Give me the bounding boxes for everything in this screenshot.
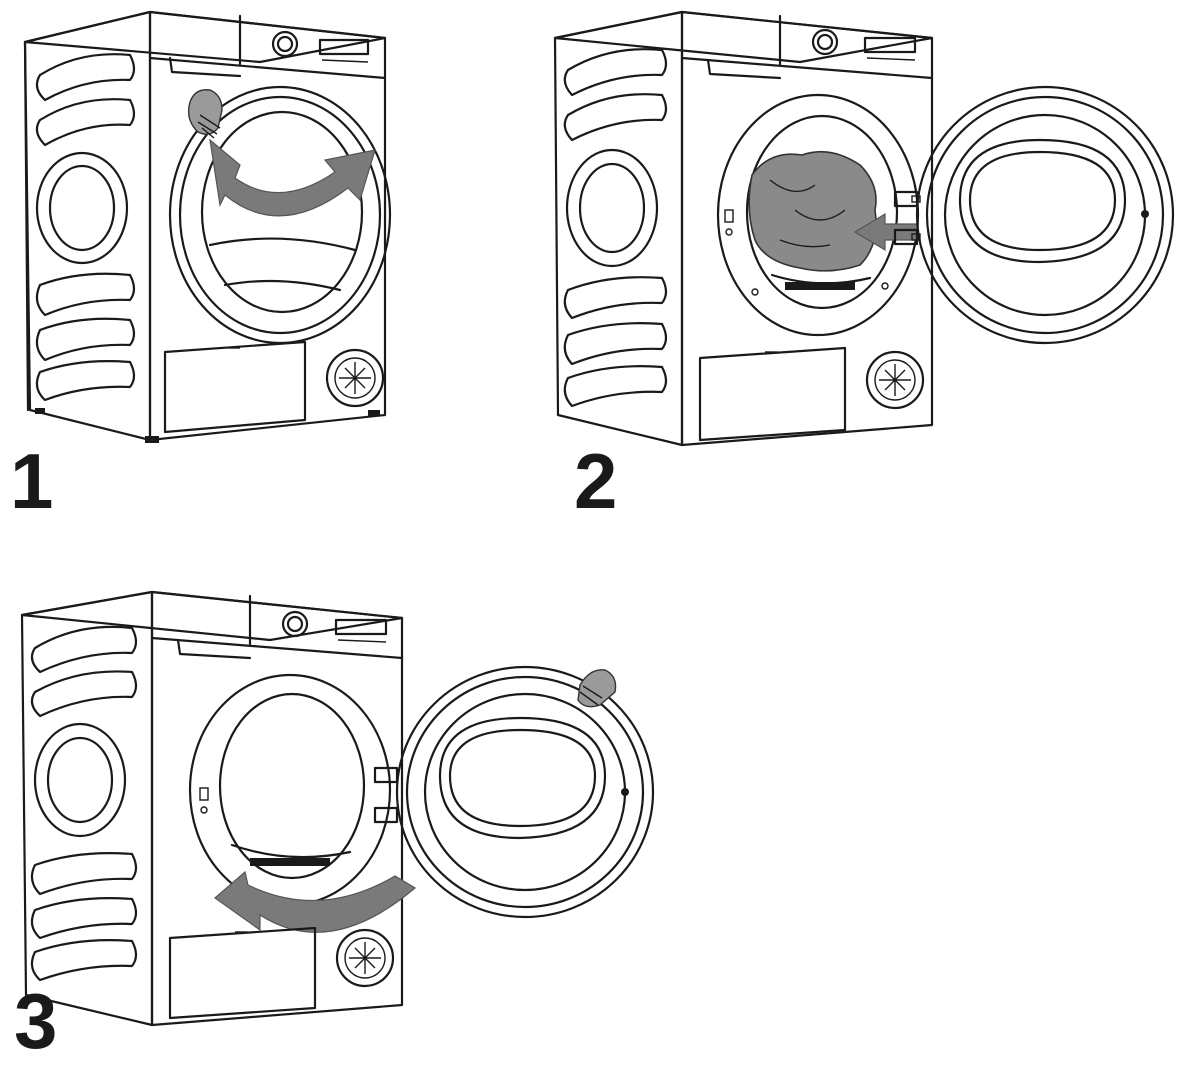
display-icon: [318, 38, 370, 56]
side-rib-pattern: [35, 53, 136, 402]
open-door-icon: [395, 665, 655, 919]
program-knob-icon: [281, 610, 309, 638]
hand-icon: [577, 669, 617, 708]
step-number: 3: [14, 977, 58, 1065]
display-icon: [863, 36, 917, 54]
open-door-icon: [915, 85, 1175, 345]
dryer-loading-illustration: [553, 10, 1175, 447]
laundry-icon: [748, 150, 877, 272]
program-knob-icon: [811, 28, 839, 56]
step-3-panel: 3: [0, 580, 680, 1081]
step-number: 1: [10, 437, 54, 525]
water-tank-drawer-icon: [698, 346, 847, 442]
close-arrow-icon: [214, 870, 417, 933]
door-hinge-icon: [893, 190, 919, 208]
step-number: 2: [574, 437, 618, 525]
dryer-door-close-illustration: [20, 590, 655, 1027]
step-2-panel: 2: [540, 0, 1184, 520]
fan-grille-icon: [865, 350, 925, 410]
program-knob-icon: [271, 30, 299, 58]
open-arrow-icon: [209, 138, 376, 217]
dryer-door-open-illustration: [23, 10, 392, 443]
water-tank-drawer-icon: [163, 340, 307, 434]
fan-grille-icon: [335, 928, 395, 988]
step-1-panel: 1: [0, 0, 420, 520]
side-rib-pattern: [563, 48, 668, 408]
display-icon: [334, 618, 388, 636]
fan-grille-icon: [325, 348, 385, 408]
water-tank-drawer-icon: [168, 926, 317, 1020]
side-rib-pattern: [30, 625, 138, 982]
door-hinge-icon: [373, 766, 399, 784]
hand-icon: [187, 89, 223, 139]
